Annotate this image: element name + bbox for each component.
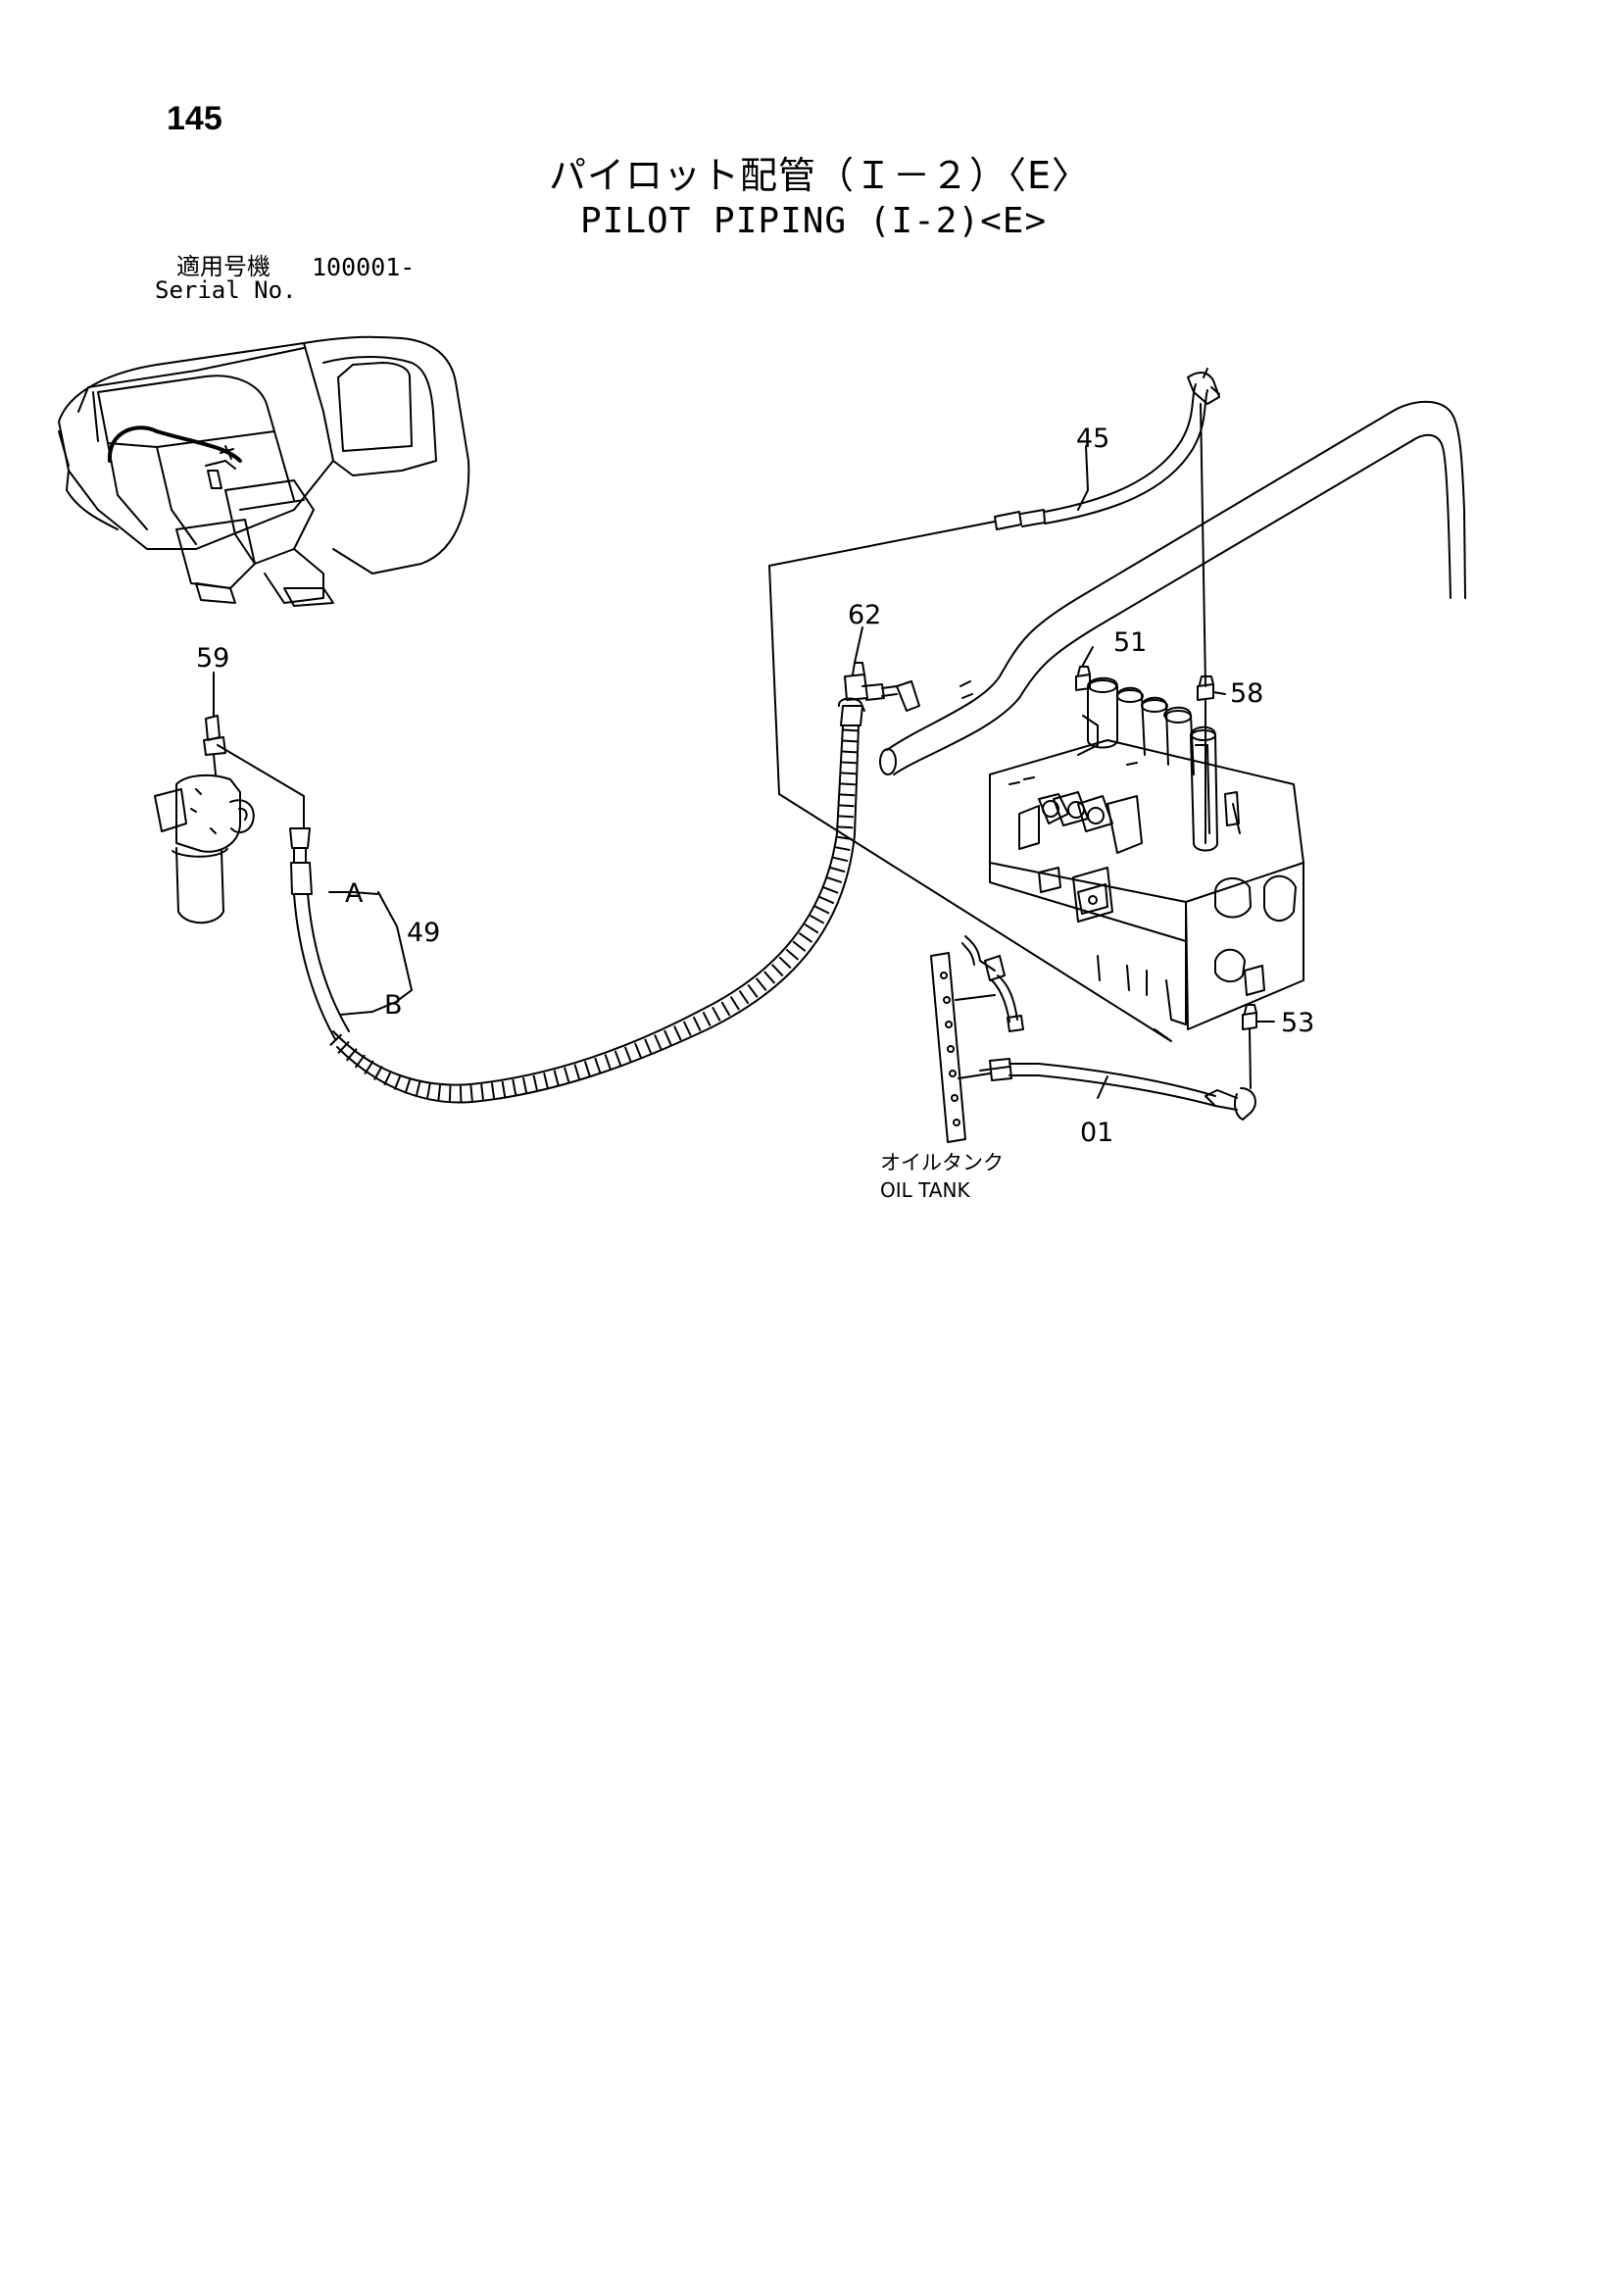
pilot-valve-59 <box>155 716 254 923</box>
callout-bracket-49 <box>378 892 412 1002</box>
callout-45: 45 <box>1076 424 1110 454</box>
callout-leader-58 <box>1213 692 1225 694</box>
perspective-connector-lines <box>769 522 1171 1041</box>
callout-01: 01 <box>1080 1118 1114 1148</box>
leader-line-58 <box>1201 404 1205 686</box>
machine-overview-illustration <box>59 337 468 606</box>
callout-62: 62 <box>848 600 882 630</box>
fitting-58 <box>1198 676 1213 843</box>
leader-line-59-to-hose <box>218 745 304 828</box>
diagram-title-english: PILOT PIPING (I-2)<E> <box>580 201 1048 241</box>
serial-label-japanese: 適用号機 <box>176 253 270 280</box>
callout-58: 58 <box>1230 678 1264 709</box>
elbow-fitting-62 <box>845 663 897 700</box>
callout-b: B <box>384 990 403 1021</box>
oil-tank-label-japanese: オイルタンク <box>880 1151 1004 1174</box>
callout-leader-a <box>329 892 377 894</box>
hose-01 <box>980 1059 1255 1120</box>
callout-leader-b <box>340 1002 396 1015</box>
fitting-53 <box>1243 1005 1256 1088</box>
callout-leader-01 <box>1098 1076 1107 1098</box>
callout-49: 49 <box>407 918 441 948</box>
callout-51: 51 <box>1113 627 1148 658</box>
control-valve-block <box>990 678 1303 1029</box>
diagram-title-japanese: パイロット配管（Ｉ－２）〈E〉 <box>549 154 1091 197</box>
oil-tank-bracket <box>931 936 1023 1142</box>
callout-leader-45 <box>1078 446 1088 510</box>
hose-49 <box>290 699 864 1103</box>
fitting-51 <box>1076 667 1090 690</box>
callout-a: A <box>345 878 364 909</box>
callout-leader-51 <box>1082 647 1093 667</box>
hose-45 <box>995 369 1219 529</box>
serial-label-english: Serial No. <box>155 276 297 304</box>
callout-53: 53 <box>1281 1008 1315 1038</box>
callout-leader-62 <box>855 627 862 663</box>
callout-59: 59 <box>196 643 230 674</box>
pipe-tube <box>880 402 1465 774</box>
serial-number-value: 100001- <box>312 253 416 281</box>
page-number: 145 <box>167 100 222 137</box>
oil-tank-label-english: OIL TANK <box>880 1178 970 1202</box>
